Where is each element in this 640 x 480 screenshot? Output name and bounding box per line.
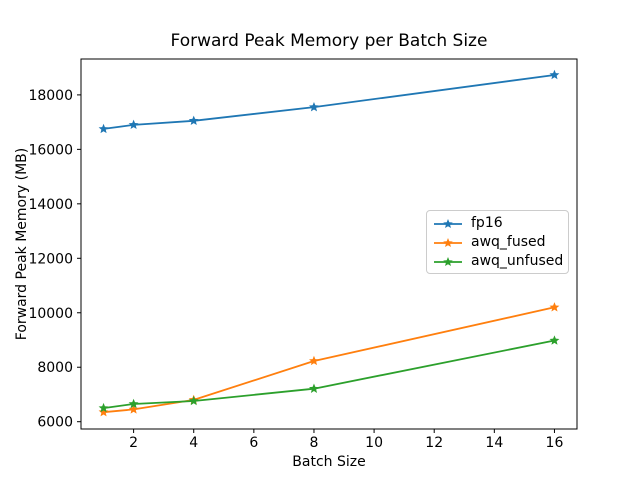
y-tick-label: 10000 <box>28 306 73 322</box>
legend-entry-awq-unfused: awq_unfused <box>433 252 564 271</box>
x-tick-label: 6 <box>249 435 258 451</box>
axes-frame <box>80 58 578 430</box>
x-tick-label: 2 <box>129 435 138 451</box>
legend: fp16 awq_fused awq_unfused <box>426 210 569 274</box>
y-tick-label: 18000 <box>28 88 73 104</box>
series-marker-awq_fused <box>549 302 560 312</box>
series-marker-awq_fused <box>309 355 319 366</box>
y-tick-label: 16000 <box>28 142 73 158</box>
legend-label-fp16: fp16 <box>471 214 503 231</box>
x-tick-label: 4 <box>189 435 198 451</box>
series-marker-fp16 <box>309 101 319 112</box>
series-line-awq_fused <box>103 306 555 414</box>
series-line-fp16 <box>103 74 555 130</box>
legend-entry-fp16: fp16 <box>433 213 562 232</box>
x-axis-label: Batch Size <box>292 454 366 470</box>
fp16-line-marker-icon <box>433 216 463 230</box>
y-tick-label: 14000 <box>28 197 73 213</box>
series-marker-awq_unfused <box>188 395 199 406</box>
x-tick-label: 8 <box>310 435 319 451</box>
series-marker-awq_fused <box>98 406 109 417</box>
series-marker-awq_fused <box>128 404 139 414</box>
y-tick-label: 8000 <box>37 360 73 376</box>
x-tick-label: 14 <box>485 435 503 451</box>
y-tick-label: 12000 <box>28 251 73 267</box>
series-marker-awq_unfused <box>98 402 109 413</box>
legend-entry-awq-fused: awq_fused <box>433 233 562 252</box>
x-tick-label: 16 <box>546 435 564 451</box>
legend-label-awq-unfused: awq_unfused <box>471 253 564 270</box>
series-marker-fp16 <box>549 69 560 80</box>
awq-unfused-line-marker-icon <box>433 254 463 268</box>
series-line-awq_unfused <box>103 339 555 409</box>
chart-title: Forward Peak Memory per Batch Size <box>170 31 488 51</box>
series-marker-awq_unfused <box>549 335 560 345</box>
series-marker-fp16 <box>98 123 109 134</box>
series-marker-awq_unfused <box>128 398 139 409</box>
awq-fused-line-marker-icon <box>433 235 463 249</box>
x-tick-label: 12 <box>425 435 443 451</box>
series-marker-awq_unfused <box>309 383 319 393</box>
legend-label-awq-fused: awq_fused <box>471 234 546 250</box>
series-marker-fp16 <box>128 119 139 130</box>
series-marker-fp16 <box>188 115 199 125</box>
y-tick-label: 6000 <box>37 415 73 431</box>
x-tick-label: 10 <box>365 435 383 451</box>
